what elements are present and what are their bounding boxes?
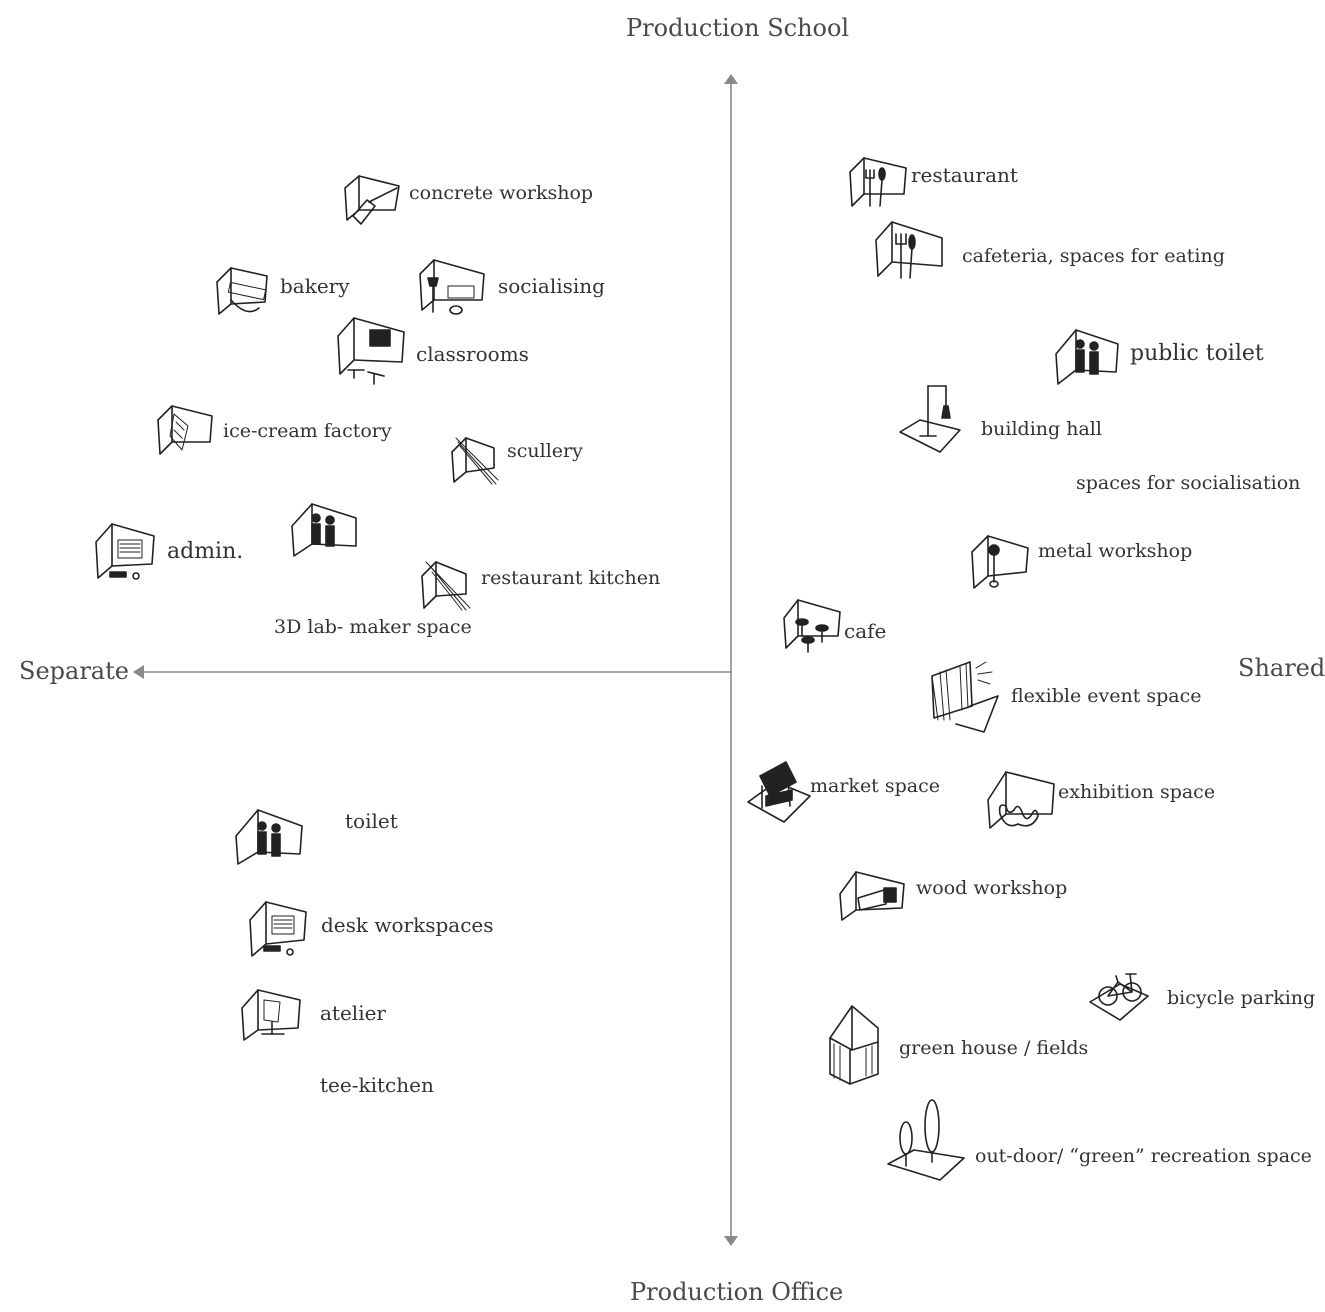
saw-icon — [839, 871, 905, 921]
label-restaurant: restaurant — [911, 163, 1018, 187]
market-stall-icon — [747, 761, 811, 823]
label-bicycle-parking: bicycle parking — [1167, 987, 1316, 1009]
people-icon — [291, 503, 357, 557]
label-desk-workspaces: desk workspaces — [321, 913, 494, 937]
label-toilet: toilet — [345, 809, 398, 833]
label-3d-lab: 3D lab- maker space — [274, 616, 472, 638]
label-bakery: bakery — [280, 274, 350, 298]
computer-desk-icon — [95, 523, 155, 580]
label-tee-kitchen: tee-kitchen — [320, 1073, 434, 1097]
gallows-crane-icon — [899, 385, 961, 453]
label-metal-workshop: metal workshop — [1038, 540, 1193, 562]
greenhouse-icon — [829, 1005, 879, 1085]
axis-label-left: Separate — [19, 657, 129, 685]
arrow-left-icon — [133, 665, 144, 679]
scullery-hatch-icon — [451, 437, 499, 485]
label-flexible-event-space: flexible event space — [1011, 685, 1202, 707]
label-classrooms: classrooms — [416, 342, 529, 366]
label-restaurant-kitchen: restaurant kitchen — [481, 567, 661, 589]
axis-label-bottom: Production Office — [630, 1278, 844, 1306]
cutlery-icon — [849, 157, 907, 207]
people-icon — [235, 809, 303, 865]
axis-label-top: Production School — [626, 14, 850, 42]
label-admin: admin. — [167, 539, 244, 564]
arrow-down-icon — [724, 1236, 738, 1246]
arrow-up-icon — [724, 74, 738, 84]
label-public-toilet: public toilet — [1130, 341, 1264, 366]
label-exhibition-space: exhibition space — [1058, 781, 1216, 803]
label-market-space: market space — [810, 775, 940, 797]
people-icon — [1055, 329, 1119, 385]
label-ice-cream-factory: ice-cream factory — [223, 420, 392, 442]
ice-cream-machine-icon — [157, 405, 213, 455]
axis-label-right: Shared — [1238, 654, 1325, 682]
label-cafeteria: cafeteria, spaces for eating — [962, 245, 1225, 267]
easel-icon — [241, 989, 301, 1041]
concrete-trowel-icon — [344, 175, 400, 225]
label-spaces-for-socialisation: spaces for socialisation — [1076, 472, 1301, 494]
label-scullery: scullery — [507, 440, 583, 462]
computer-desk-icon — [249, 901, 307, 957]
trees-icon — [887, 1099, 965, 1181]
stage-curtain-icon — [931, 661, 999, 733]
label-cafe: cafe — [844, 619, 887, 643]
label-wood-workshop: wood workshop — [916, 877, 1068, 899]
wrench-icon — [971, 535, 1029, 589]
sculpture-icon — [987, 771, 1055, 829]
label-outdoor-recreation: out-door/ “green” recreation space — [975, 1145, 1312, 1167]
label-building-hall: building hall — [981, 418, 1102, 440]
cutlery-icon — [875, 221, 943, 279]
kitchen-hatch-icon — [421, 561, 471, 611]
bicycle-icon — [1089, 973, 1149, 1021]
lamp-sofa-icon — [419, 259, 485, 315]
label-green-house: green house / fields — [899, 1037, 1089, 1059]
blackboard-desk-icon — [337, 317, 405, 385]
label-atelier: atelier — [320, 1001, 386, 1025]
cafe-tables-icon — [783, 599, 841, 653]
label-concrete-workshop: concrete workshop — [409, 182, 594, 204]
label-socialising: socialising — [498, 274, 605, 298]
rolling-pin-icon — [216, 267, 268, 315]
